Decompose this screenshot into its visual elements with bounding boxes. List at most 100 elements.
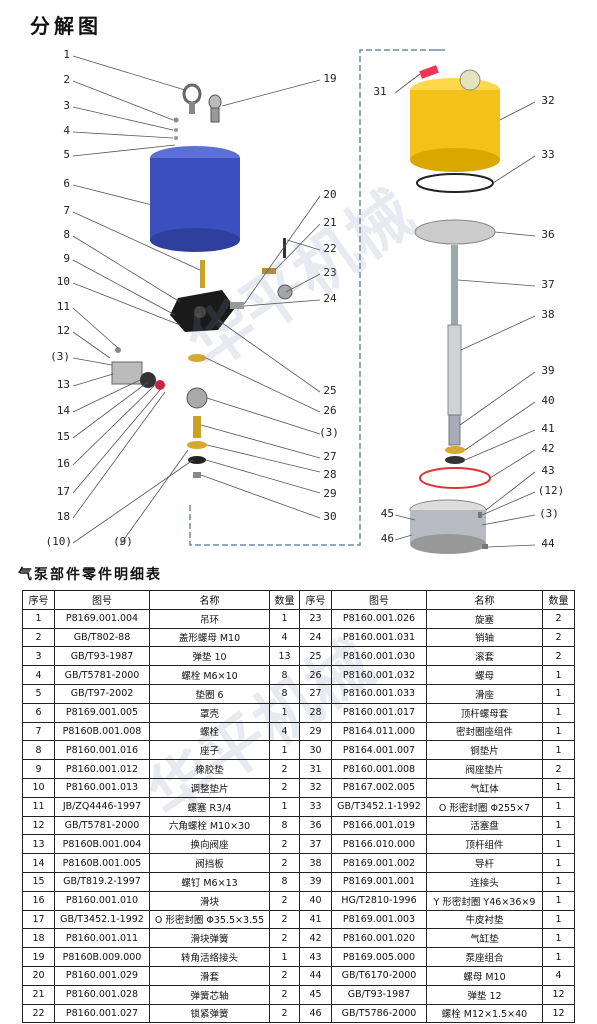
nut-44-icon — [478, 512, 482, 518]
table-cell: 1 — [22, 608, 55, 629]
table-cell: 40 — [299, 890, 332, 911]
table-cell: 8 — [269, 815, 300, 836]
table-cell: 1 — [542, 928, 575, 949]
table-cell: 2 — [269, 984, 300, 1005]
spring-icon — [262, 268, 276, 274]
table-cell: 1 — [269, 796, 300, 817]
table-cell: 4 — [269, 627, 300, 648]
table-cell: 螺钉 M6×13 — [149, 871, 270, 892]
table-cell: 1 — [542, 871, 575, 892]
callout-32: 32 — [541, 94, 555, 107]
table-cell: 22 — [22, 1003, 55, 1024]
table-cell: P8160.001.031 — [331, 627, 427, 648]
table-cell: 8 — [269, 683, 300, 704]
callout-33: 33 — [541, 148, 555, 161]
table-cell: P8169.001.002 — [331, 853, 427, 873]
valve-block-icon — [170, 290, 235, 332]
table-cell: P8167.002.005 — [331, 777, 427, 798]
table-cell: GB/T802-88 — [54, 627, 150, 648]
slide-sleeve-icon — [230, 302, 244, 309]
table-cell: 盖形螺母 M10 — [149, 627, 270, 648]
table-cell: 33 — [299, 796, 332, 817]
table-cell: 螺栓 M6×10 — [149, 665, 270, 685]
callout-9b: (9) — [113, 535, 133, 548]
table-cell: 密封圈座组件 — [426, 721, 543, 742]
callout-6: 6 — [63, 177, 70, 190]
table-cell: P8164.011.000 — [331, 721, 427, 742]
leader-lines — [72, 55, 536, 548]
o-ring-icon — [155, 380, 165, 390]
bolt-icon — [174, 136, 178, 140]
table-cell: 连接头 — [426, 871, 543, 892]
cylinder-body-icon — [410, 69, 500, 172]
table-cell: 2 — [269, 909, 300, 930]
table-cell: 2 — [269, 890, 300, 911]
table-cell: 气缸垫 — [426, 928, 543, 949]
table-cell: 1 — [542, 740, 575, 761]
table-cell: 1 — [269, 608, 300, 629]
table-cell: P8160.001.032 — [331, 665, 427, 685]
table-cell: P8160B.001.005 — [54, 853, 150, 873]
callout-3b: (3) — [50, 350, 70, 363]
table-cell: P8160.001.029 — [54, 965, 150, 986]
ejector-rod-icon — [451, 245, 458, 325]
table-cell: 螺栓 — [149, 721, 270, 742]
table-cell: P8160B.001.004 — [54, 834, 150, 855]
column-header: 名称 — [149, 590, 270, 610]
column-header: 数量 — [542, 590, 575, 610]
table-cell: 1 — [542, 890, 575, 911]
table-cell: 16 — [22, 890, 55, 911]
callout-29: 29 — [323, 487, 337, 500]
table-cell: 17 — [22, 909, 55, 930]
table-cell: 20 — [22, 965, 55, 986]
callout-24: 24 — [323, 292, 337, 305]
table-cell: P8164.001.007 — [331, 740, 427, 761]
table-cell: 41 — [299, 909, 332, 930]
table-cell: P8160.001.020 — [331, 928, 427, 949]
callout-12: 12 — [56, 324, 70, 337]
table-cell: HG/T2810-1996 — [331, 890, 427, 911]
table-cell: 38 — [299, 853, 332, 873]
nut-26-icon — [188, 354, 206, 362]
table-cell: 弹垫 10 — [149, 646, 270, 667]
table-cell: GB/T93-1987 — [54, 646, 150, 667]
callout-46: 46 — [380, 532, 394, 545]
table-cell: 销轴 — [426, 627, 543, 648]
rod-icon — [200, 260, 205, 288]
table-cell: 2 — [269, 759, 300, 779]
table-cell: 顶杆螺母套 — [426, 702, 543, 723]
table-cell: P8160.001.012 — [54, 759, 150, 779]
table-cell: 2 — [269, 928, 300, 949]
callout-42: 42 — [541, 442, 555, 455]
table-cell: P8160.001.027 — [54, 1003, 150, 1024]
table-cell: 六角螺栓 M10×30 — [149, 815, 270, 836]
copper-gasket-icon — [188, 456, 206, 464]
table-cell: P8166.010.000 — [331, 834, 427, 855]
table-cell: 2 — [22, 627, 55, 648]
table-cell: 橡胶垫 — [149, 759, 270, 779]
table-cell: 12 — [542, 984, 575, 1005]
table-cell: 阀座垫片 — [426, 759, 543, 779]
table-cell: 44 — [299, 965, 332, 986]
table-cell: 4 — [542, 965, 575, 986]
table-cell: 旋塞 — [426, 608, 543, 629]
table-cell: 滑座 — [426, 683, 543, 704]
table-cell: 2 — [542, 646, 575, 667]
diagram-svg — [72, 49, 536, 554]
callout-20: 20 — [323, 188, 337, 201]
table-cell: 12 — [22, 815, 55, 836]
callout-12b: (12) — [537, 484, 565, 497]
table-cell: P8169.005.000 — [331, 947, 427, 967]
cylinder-gasket-icon — [419, 467, 491, 489]
table-cell: P8160B.009.000 — [54, 947, 150, 967]
plug-icon — [277, 284, 293, 300]
table-cell: 滑套 — [149, 965, 270, 986]
column-header: 序号 — [22, 590, 55, 610]
table-cell: 45 — [299, 984, 332, 1005]
